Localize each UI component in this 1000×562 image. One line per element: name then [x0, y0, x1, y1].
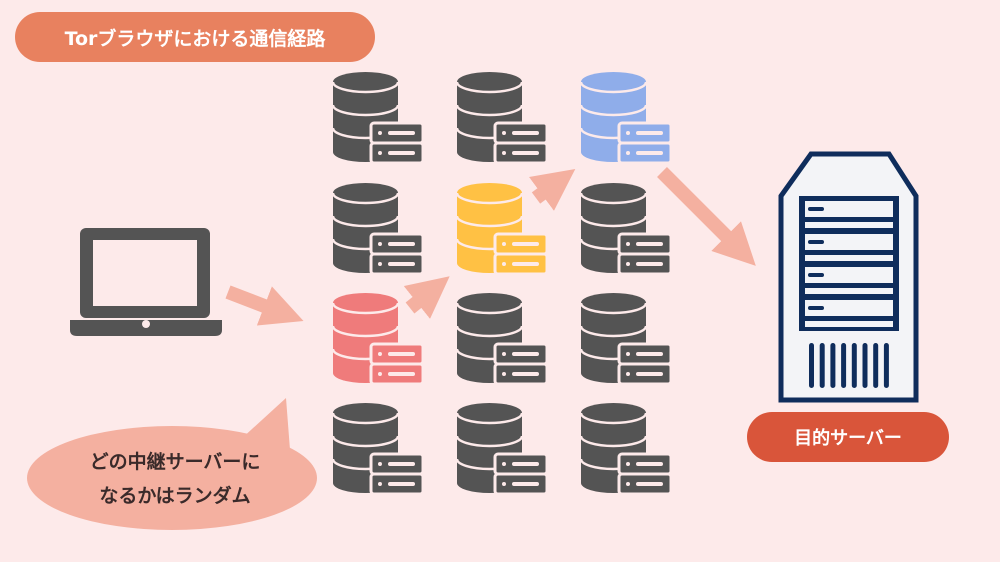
speech-bubble — [27, 398, 317, 530]
arrow-laptop-to-entry — [225, 285, 304, 326]
diagram-title: Torブラウザにおける通信経路 — [15, 12, 375, 62]
vent-slot — [819, 343, 825, 388]
vent-slot — [809, 343, 814, 388]
arrow-middle-to-exit — [529, 169, 576, 211]
laptop-icon — [70, 228, 222, 336]
relay-server-icon-default — [579, 291, 673, 386]
arrows — [225, 167, 756, 326]
target-server-icon — [778, 151, 919, 403]
relay-server-icon-default — [455, 401, 549, 496]
vent-slot — [841, 343, 847, 388]
relay-server-icon-default — [331, 401, 425, 496]
relay-grid — [331, 70, 673, 496]
target-server-label: 目的サーバー — [747, 412, 949, 462]
bubble-text: どの中継サーバーに なるかはランダム — [40, 445, 310, 513]
arrow-exit-to-server — [657, 167, 756, 266]
vent-slot — [830, 343, 836, 388]
arrow-entry-to-middle — [403, 276, 450, 319]
vent-slot — [851, 343, 857, 388]
vent-slot — [862, 343, 868, 388]
relay-server-icon-default — [331, 70, 425, 165]
relay-server-icon-exit — [579, 70, 673, 165]
relay-server-icon-default — [579, 181, 673, 276]
bubble-line-1: どの中継サーバーに — [89, 451, 261, 473]
relay-server-icon-default — [579, 401, 673, 496]
relay-server-icon-middle — [455, 181, 549, 276]
bubble-line-2: なるかはランダム — [99, 485, 251, 507]
vent-slot — [873, 343, 879, 388]
relay-server-icon-default — [455, 291, 549, 386]
relay-server-icon-default — [331, 181, 425, 276]
vent-slot — [883, 343, 889, 388]
relay-server-icon-default — [455, 70, 549, 165]
